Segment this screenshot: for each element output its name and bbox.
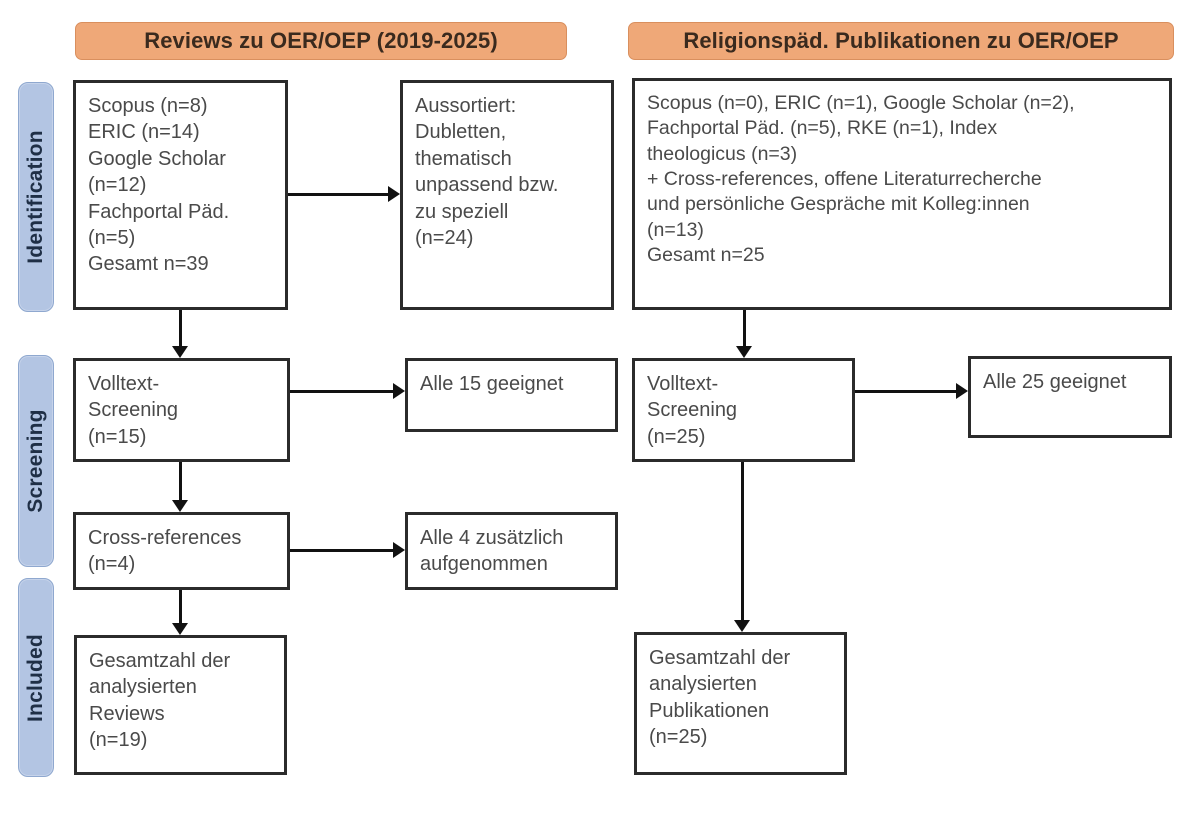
box-left-excluded: Aussortiert: Dubletten, thematisch unpas… [400, 80, 614, 310]
column-header-publications: Religionspäd. Publikationen zu OER/OEP [628, 22, 1174, 60]
box-left-identification-sources: Scopus (n=8) ERIC (n=14) Google Scholar … [73, 80, 288, 310]
arrowhead-right-sources-to-fulltext [736, 346, 752, 358]
connector-left-fulltext-to-suitable [290, 390, 393, 393]
column-header-publications-label: Religionspäd. Publikationen zu OER/OEP [683, 28, 1119, 53]
stage-pill-screening: Screening [18, 355, 54, 567]
stage-label-included: Included [24, 633, 47, 722]
connector-left-crossrefs-to-included [179, 590, 182, 623]
connector-right-sources-to-fulltext [743, 310, 746, 346]
arrowhead-left-sources-to-excluded [388, 186, 400, 202]
stage-label-screening: Screening [24, 409, 47, 513]
arrowhead-right-fulltext-to-suitable [956, 383, 968, 399]
connector-left-sources-to-excluded [288, 193, 388, 196]
arrowhead-right-fulltext-to-included [734, 620, 750, 632]
connector-right-fulltext-to-suitable [855, 390, 956, 393]
arrowhead-left-sources-to-fulltext [172, 346, 188, 358]
box-left-included-total: Gesamtzahl der analysierten Reviews (n=1… [74, 635, 287, 775]
arrowhead-left-crossrefs-to-included [172, 623, 188, 635]
box-right-all-suitable: Alle 25 geeignet [968, 356, 1172, 438]
box-right-fulltext-screening: Volltext- Screening (n=25) [632, 358, 855, 462]
arrowhead-left-fulltext-to-suitable [393, 383, 405, 399]
connector-left-fulltext-to-crossrefs [179, 462, 182, 500]
column-header-reviews: Reviews zu OER/OEP (2019-2025) [75, 22, 567, 60]
box-right-identification-sources: Scopus (n=0), ERIC (n=1), Google Scholar… [632, 78, 1172, 310]
column-header-reviews-label: Reviews zu OER/OEP (2019-2025) [144, 28, 498, 53]
arrowhead-left-crossrefs-to-added [393, 542, 405, 558]
connector-right-fulltext-to-included [741, 462, 744, 620]
stage-label-identification: Identification [24, 130, 47, 264]
box-left-fulltext-screening: Volltext- Screening (n=15) [73, 358, 290, 462]
connector-left-crossrefs-to-added [290, 549, 393, 552]
box-left-all-suitable: Alle 15 geeignet [405, 358, 618, 432]
box-left-all-added: Alle 4 zusätzlich aufgenommen [405, 512, 618, 590]
box-right-included-total: Gesamtzahl der analysierten Publikatione… [634, 632, 847, 775]
box-left-cross-references: Cross-references (n=4) [73, 512, 290, 590]
arrowhead-left-fulltext-to-crossrefs [172, 500, 188, 512]
stage-pill-identification: Identification [18, 82, 54, 312]
connector-left-sources-to-fulltext [179, 310, 182, 346]
stage-pill-included: Included [18, 578, 54, 777]
